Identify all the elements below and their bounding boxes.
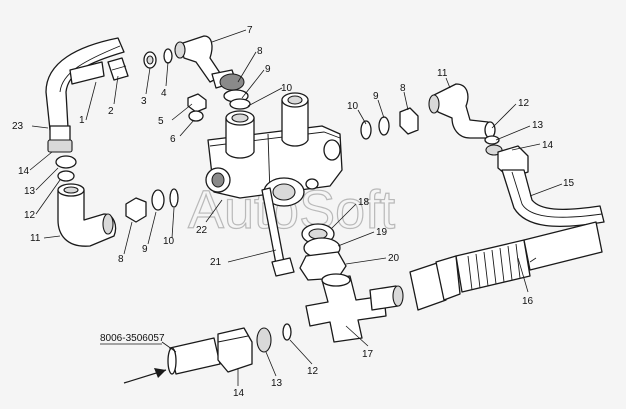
label-11-right: 11 [437, 68, 448, 79]
label-9-left: 9 [142, 244, 148, 255]
part-nut-14-bottom [217, 327, 253, 373]
part-hose-16 [409, 221, 603, 311]
leader-lines [29, 29, 563, 386]
label-1: 1 [79, 115, 85, 126]
label-9-right: 9 [373, 91, 379, 102]
part-fitting-5 [187, 93, 207, 113]
label-14-left: 14 [18, 166, 30, 177]
label-4: 4 [161, 88, 167, 99]
part-tube-bottom [167, 337, 221, 375]
label-17: 17 [362, 349, 374, 360]
part-nut-2 [107, 57, 129, 81]
label-15: 15 [563, 178, 575, 189]
part-elbow-11-left [57, 183, 117, 247]
label-6: 6 [170, 134, 176, 145]
label-21: 21 [210, 257, 222, 268]
part-washer-4 [163, 48, 173, 64]
flow-arrow [123, 368, 167, 384]
label-20: 20 [388, 253, 400, 264]
part-ring-set-left [125, 188, 179, 223]
label-10-left: 10 [163, 236, 175, 247]
label-13-left: 13 [24, 186, 36, 197]
label-12-bottom: 12 [307, 366, 319, 377]
label-7: 7 [247, 25, 253, 36]
part-bolt-21 [261, 187, 295, 277]
part-fitting-6 [188, 110, 204, 122]
label-8-upper: 8 [257, 46, 263, 57]
label-10-right: 10 [347, 101, 359, 112]
label-19: 19 [376, 227, 388, 238]
label-2: 2 [108, 106, 114, 117]
label-10-upper: 10 [281, 83, 293, 94]
part-ring-set-right [360, 107, 419, 140]
part-labels: 1 2 3 4 5 6 7 8 9 10 10 9 8 11 12 13 14 … [12, 25, 575, 399]
part-number-label: 8006-3506057 [100, 333, 165, 344]
part-tee-17 [305, 273, 404, 343]
label-13-right: 13 [532, 120, 544, 131]
part-ring-set-upper [223, 89, 251, 110]
label-5: 5 [158, 116, 164, 127]
label-8-left: 8 [118, 254, 124, 265]
part-elbow-7 [174, 35, 245, 91]
part-nut-3 [143, 51, 157, 69]
part-rings-left [55, 155, 77, 182]
part-elbow-11-right [428, 83, 496, 139]
part-pipe-15 [501, 169, 605, 228]
part-rings-18-19-20 [299, 223, 347, 281]
part-washer-12-bottom [282, 323, 292, 341]
label-12-right: 12 [518, 98, 530, 109]
part-valve-body [205, 92, 343, 207]
label-18: 18 [358, 197, 370, 208]
label-12-left: 12 [24, 210, 36, 221]
label-14-bottom: 14 [233, 388, 245, 399]
part-tube-1 [69, 61, 105, 85]
label-9-upper: 9 [265, 64, 271, 75]
part-ring-13-bottom [256, 327, 272, 353]
label-3: 3 [141, 96, 147, 107]
label-16: 16 [522, 296, 534, 307]
label-23: 23 [12, 121, 24, 132]
label-22: 22 [196, 225, 208, 236]
label-11-left: 11 [30, 233, 41, 244]
part-bent-pipe-left [45, 37, 125, 153]
label-8-right: 8 [400, 83, 406, 94]
label-14-right: 14 [542, 140, 554, 151]
label-13-bottom: 13 [271, 378, 283, 389]
